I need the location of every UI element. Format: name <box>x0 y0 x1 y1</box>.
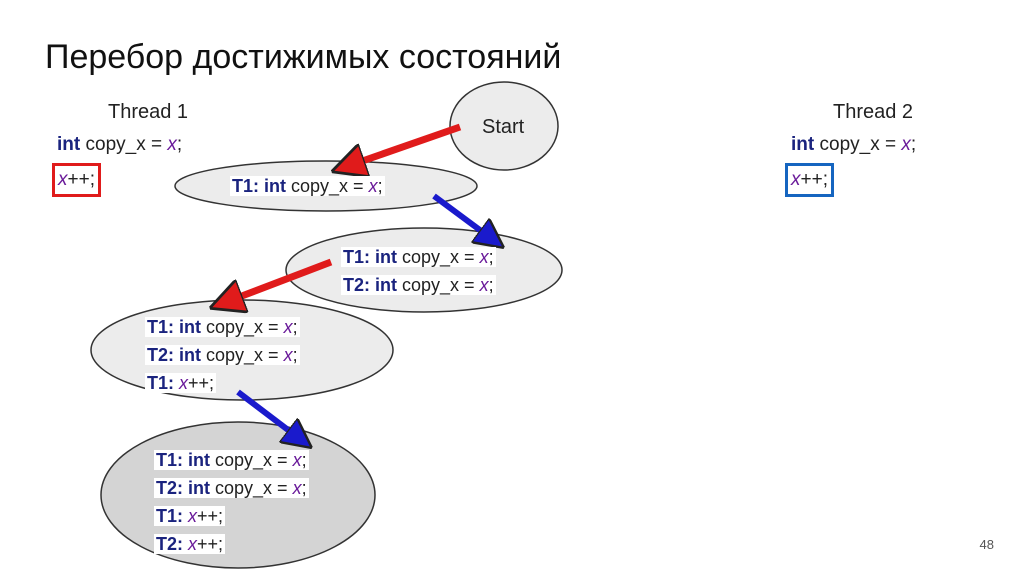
state-line: T2: int copy_x = x; <box>145 345 300 365</box>
slide-title: Перебор достижимых состояний <box>45 38 562 76</box>
thread2-current-instruction-box: x++; <box>785 163 834 197</box>
state-line: T1: x++; <box>145 373 217 393</box>
thread1-transition-arrow-1 <box>348 123 462 166</box>
slide-number: 48 <box>979 537 994 552</box>
state-line: T1: int copy_x = x; <box>341 247 496 267</box>
thread1-current-instruction-box: x++; <box>52 163 101 197</box>
start-label: Start <box>482 116 525 138</box>
state-line: T2: x++; <box>154 534 226 554</box>
thread1-line-1: int copy_x = x; <box>57 134 183 155</box>
state-line: T1: int copy_x = x; <box>145 317 300 337</box>
thread1-transition-arrow-2 <box>226 258 333 302</box>
thread1-title: Thread 1 <box>108 101 189 123</box>
state-line: T2: int copy_x = x; <box>154 478 309 498</box>
thread2-line-1: int copy_x = x; <box>791 134 917 155</box>
state-line: T1: int copy_x = x; <box>230 176 385 196</box>
thread2-transition-arrow-1 <box>432 193 492 239</box>
keyword: int <box>57 134 81 155</box>
state-4-text: T1: int copy_x = x; T2: int copy_x = x; T1… <box>154 446 309 558</box>
state-start <box>449 81 559 171</box>
state-2-text: T1: int copy_x = x; T2: int copy_x = x; <box>341 243 496 299</box>
thread2-transition-arrow-2 <box>236 389 300 439</box>
keyword: int <box>791 134 815 155</box>
state-line: T1: int copy_x = x; <box>154 450 309 470</box>
state-3-text: T1: int copy_x = x; T2: int copy_x = x; T1… <box>145 313 300 397</box>
state-1-text: T1: int copy_x = x; <box>230 172 385 200</box>
state-line: T1: x++; <box>154 506 226 526</box>
state-line: T2: int copy_x = x; <box>341 275 496 295</box>
thread2-title: Thread 2 <box>833 101 914 123</box>
